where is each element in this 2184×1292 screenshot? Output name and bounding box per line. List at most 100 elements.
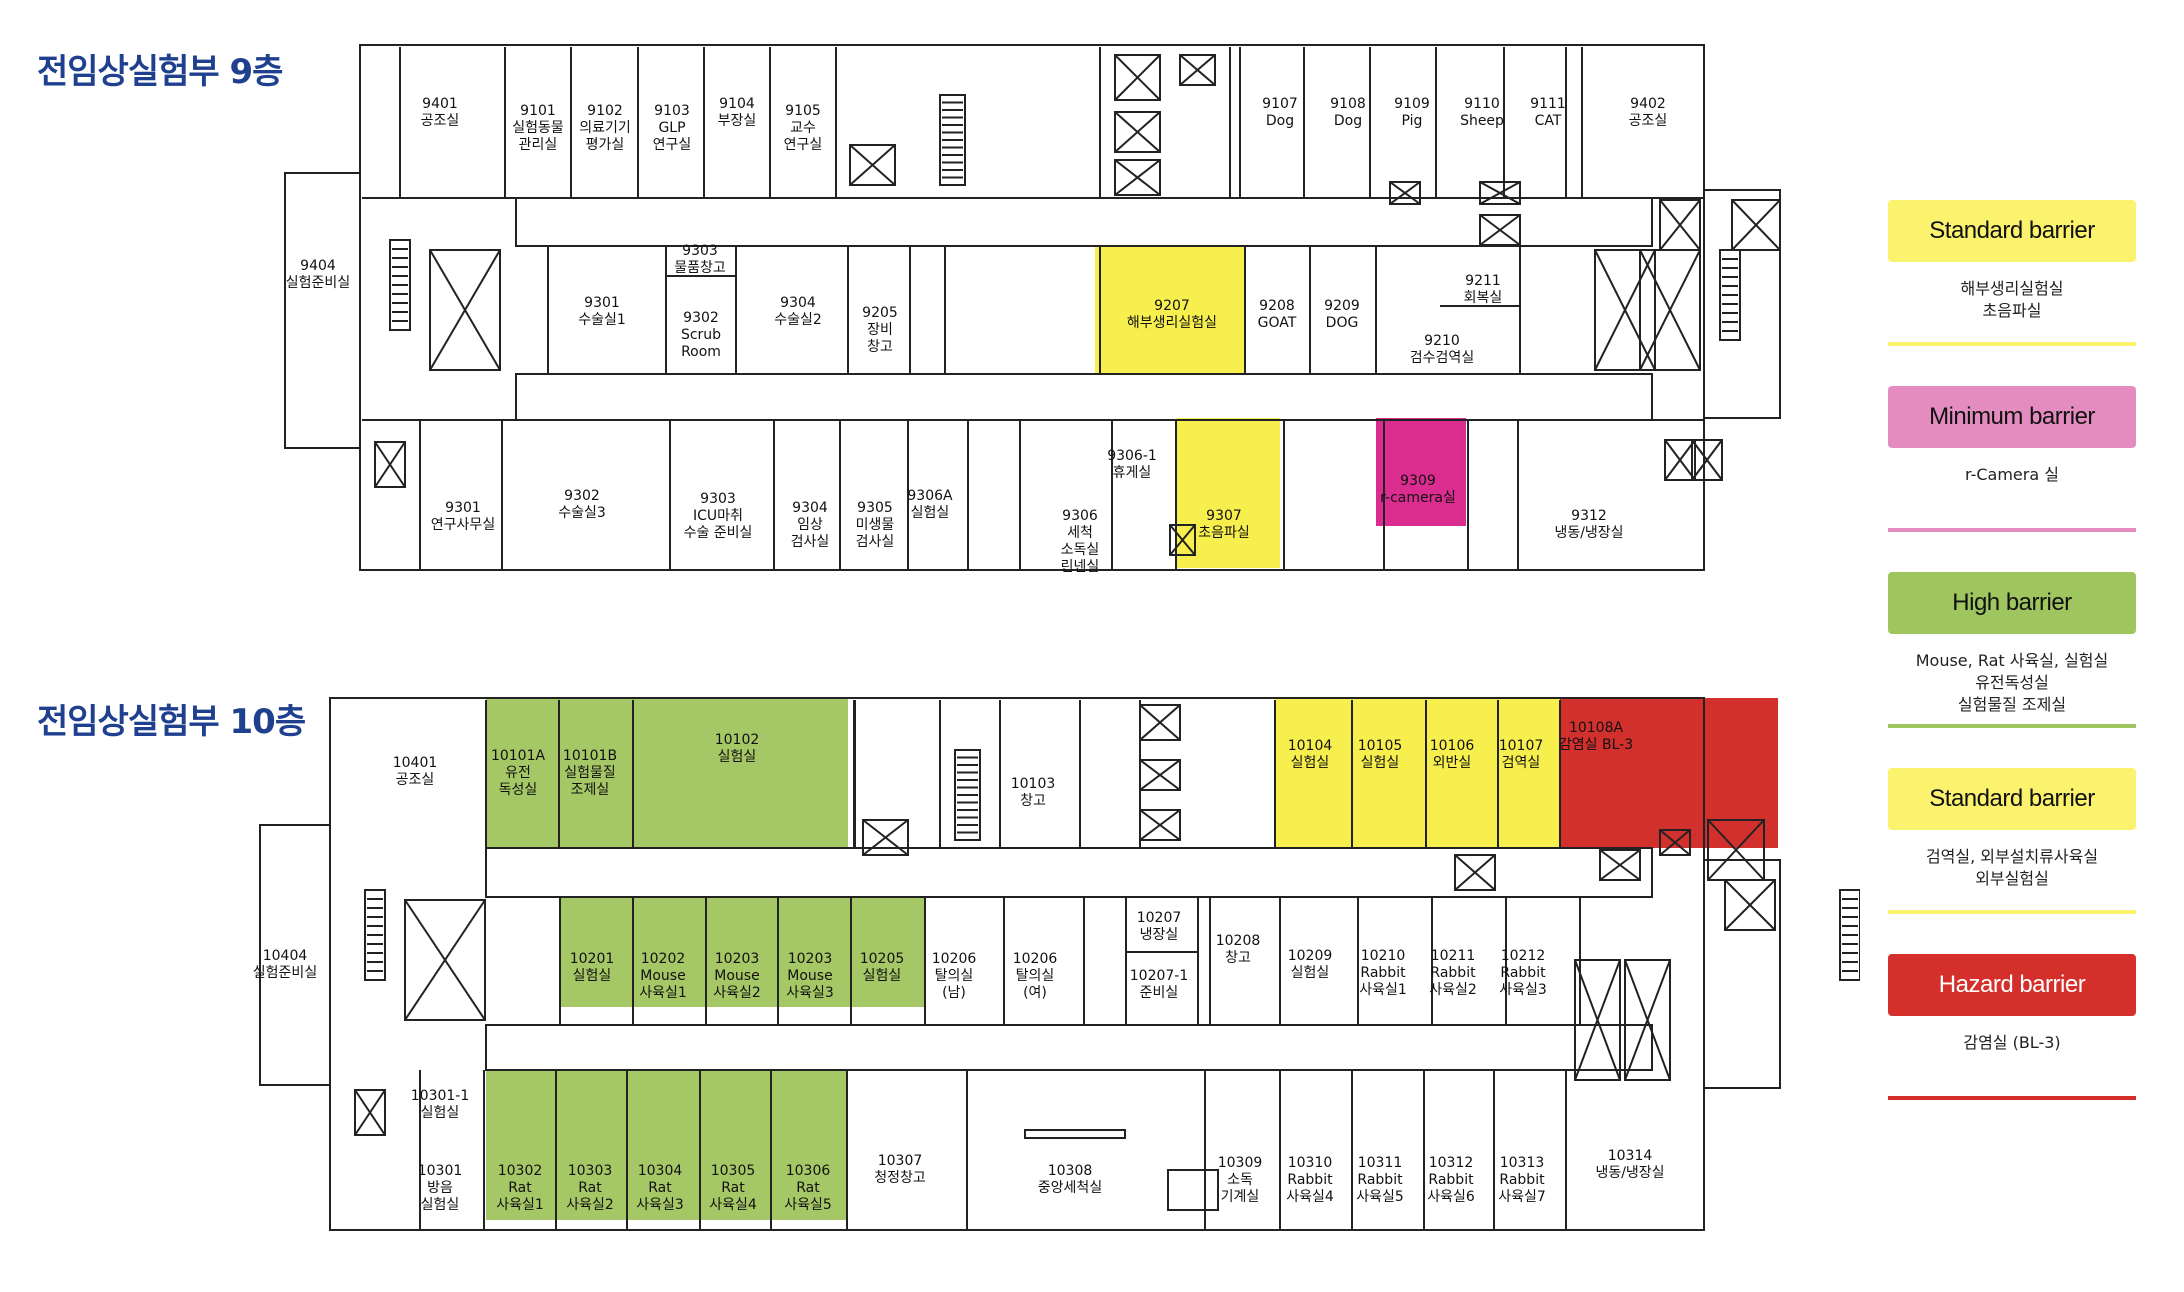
room-label-line: 준비실 [1140,985,1179,1001]
room-label-line: 10202 [641,951,686,967]
room-label-line: 9105 [785,103,821,119]
room-label-line: GOAT [1258,315,1297,331]
room-label-line: 10308 [1048,1163,1093,1179]
legend-rule [1888,910,2136,914]
room-label-line: 10102 [715,732,760,748]
room-label-line: 10203 [788,951,833,967]
room-label-line: 10311 [1358,1155,1403,1171]
room-label-line: 10314 [1608,1148,1653,1164]
room-label-line: 검수검역실 [1410,350,1474,366]
room-label-line: 실험물질 [564,765,616,781]
room-label-line: 실험실 [911,505,950,521]
room-label-line: 사육실4 [709,1197,757,1213]
floor-title-9: 전임상실험부 9층 [37,52,283,92]
room-label-line: Rat [721,1180,745,1196]
room-label-line: Scrub [681,327,721,343]
legend-description-line: 감염실 (BL-3) [1963,1033,2061,1052]
room-label-line: 10301 [418,1163,463,1179]
room-label-line: Rabbit [1360,965,1406,981]
room-label-line: 수술실1 [578,312,626,328]
room-label-line: 10310 [1288,1155,1333,1171]
room-label-line: 초음파실 [1198,525,1250,541]
floor-title-10: 전임상실험부 10층 [37,702,306,742]
room-label-line: 10210 [1361,948,1406,964]
room-fill-9307 [1176,418,1280,568]
room-label-line: 교수 [790,120,816,136]
room-label-line: 9102 [587,103,623,119]
room-label-line: Sheep [1460,113,1504,129]
room-label-line: 유전 [505,765,531,781]
room-label-line: 사육실2 [566,1197,614,1213]
room-label-line: 9208 [1259,298,1295,314]
room-label-line: 탈의실 [1016,968,1055,984]
room-label-line: Rat [648,1180,672,1196]
room-label-line: 9109 [1394,96,1430,112]
room-label-line: 9211 [1465,273,1501,289]
legend-description-line: 유전독성실 [1975,673,2049,692]
legend-rule [1888,342,2136,346]
room-label-line: 9107 [1262,96,1298,112]
room-label-line: 청정창고 [874,1170,926,1186]
room-label-line: 10309 [1218,1155,1263,1171]
room-label-line: 사육실2 [713,985,761,1001]
room-label-line: Rabbit [1357,1172,1403,1188]
room-label-line: 9108 [1330,96,1366,112]
legend-description-line: 실험물질 조제실 [1957,695,2067,714]
legend-description-line: r-Camera 실 [1965,465,2059,484]
room-label-line: Rat [796,1180,820,1196]
legend-title: Hazard barrier [1888,954,2136,1016]
legend-description-line: 검역실, 외부설치류사육실 [1925,847,2099,866]
room-label-line: ICU마취 [693,508,743,524]
room-label-line: 사육실5 [784,1197,832,1213]
room-label-line: 독성실 [499,782,538,798]
room-fill-10104-10107 [1275,698,1560,848]
room-label-line: 외반실 [1433,755,1472,771]
room-label-line: 10303 [568,1163,613,1179]
room-label-line: (남) [942,985,966,1001]
room-label-line: 9401 [422,96,458,112]
room-label-line: 사육실3 [636,1197,684,1213]
room-label-line: 수술실3 [558,505,606,521]
room-label-line: 9305 [857,500,893,516]
room-label-line: 9304 [792,500,828,516]
room-label-line: 9104 [719,96,755,112]
room-label-line: 10307 [878,1153,923,1169]
room-label-line: 실험실 [1291,965,1330,981]
room-label-line: 10104 [1288,738,1333,754]
room-label-line: Mouse [714,968,759,984]
room-label-line: 10206 [932,951,977,967]
